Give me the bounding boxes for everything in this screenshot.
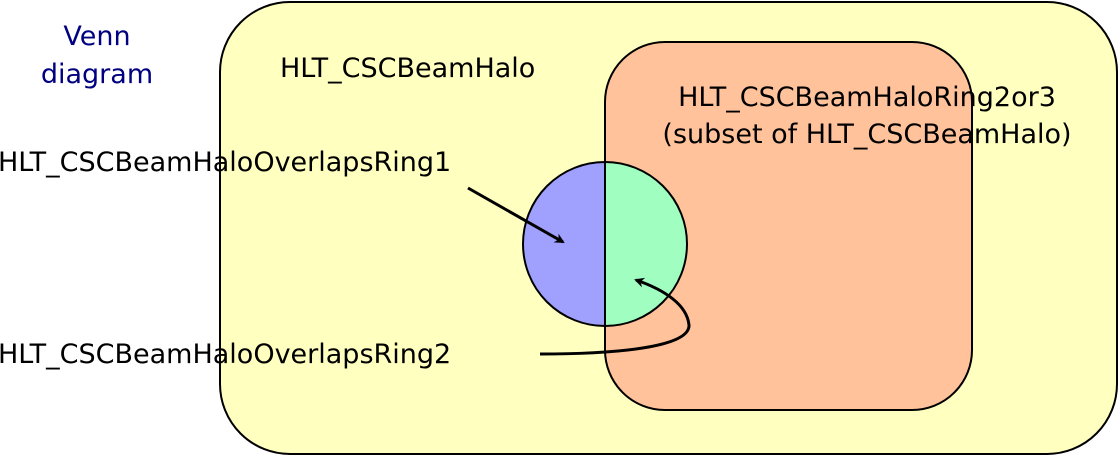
subset-label-line2: (subset of HLT_CSCBeamHalo): [662, 119, 1071, 150]
ring1-label: HLT_CSCBeamHaloOverlapsRing1: [0, 147, 451, 178]
outer-set-label: HLT_CSCBeamHalo: [280, 53, 535, 84]
ring1-arrow: [467, 186, 565, 244]
diagram-title-line1: Venn: [63, 21, 130, 52]
ring2-label: HLT_CSCBeamHaloOverlapsRing2: [0, 339, 451, 370]
ring2-half-circle: [605, 162, 687, 326]
ring1-half-circle: [523, 162, 605, 326]
subset-label-line1: HLT_CSCBeamHaloRing2or3: [678, 82, 1056, 113]
diagram-title-line2: diagram: [41, 59, 153, 90]
ring2-arrow: [539, 277, 691, 356]
